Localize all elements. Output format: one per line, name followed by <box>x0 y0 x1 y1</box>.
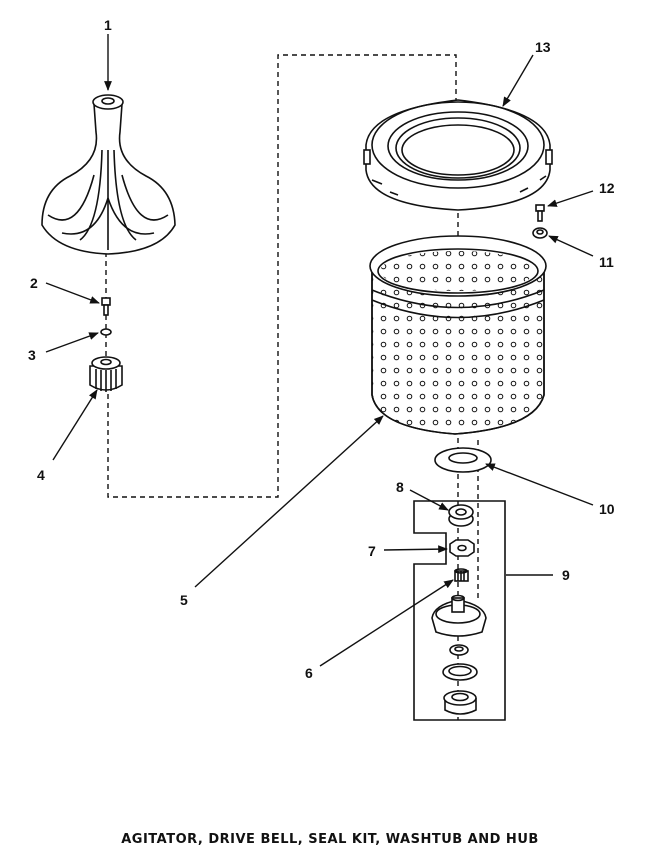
callout-13: 13 <box>535 39 551 55</box>
drive-bell <box>89 356 123 392</box>
agitator <box>41 94 176 255</box>
hex-nut <box>449 539 475 557</box>
callout-1: 1 <box>104 17 112 33</box>
callout-6: 6 <box>305 665 313 681</box>
washtub <box>369 235 547 435</box>
o-ring <box>442 663 478 681</box>
diagram-caption: AGITATOR, DRIVE BELL, SEAL KIT, WASHTUB … <box>121 832 539 847</box>
seal-kit-bracket <box>413 500 506 721</box>
callout-12: 12 <box>599 180 615 196</box>
bearing <box>443 690 477 715</box>
callout-11: 11 <box>599 254 614 270</box>
callout-4: 4 <box>37 467 45 483</box>
hub <box>431 594 487 637</box>
callout-3: 3 <box>28 347 36 363</box>
gasket <box>434 447 492 473</box>
hub-washer <box>449 644 469 656</box>
callout-2: 2 <box>30 275 38 291</box>
tub-nut <box>532 227 548 239</box>
callout-7: 7 <box>368 543 376 559</box>
callout-8: 8 <box>396 479 404 495</box>
callout-5: 5 <box>180 592 188 608</box>
agitator-bolt <box>101 297 111 316</box>
assembly-line-left <box>107 54 457 498</box>
callout-10: 10 <box>599 501 615 517</box>
hub-nut <box>454 568 469 582</box>
balance-ring <box>363 99 553 211</box>
agitator-washer <box>100 328 112 336</box>
leader-lines <box>45 34 594 667</box>
callout-9: 9 <box>562 567 570 583</box>
tub-screw <box>535 204 545 222</box>
seal <box>448 504 474 527</box>
